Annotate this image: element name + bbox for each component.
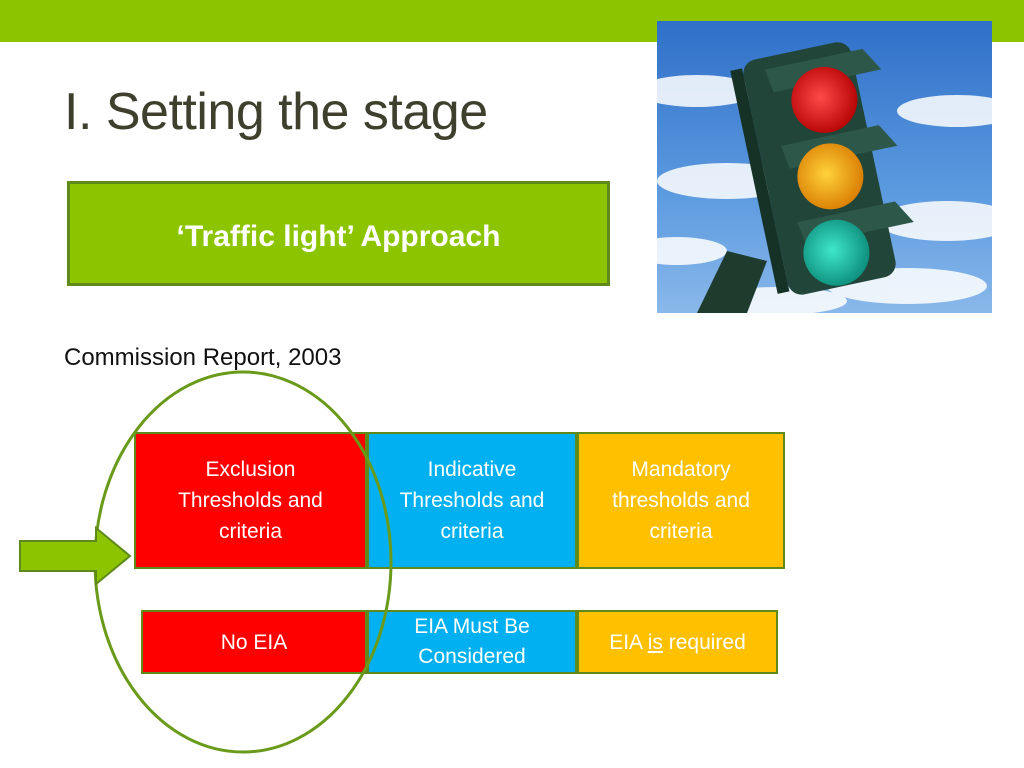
threshold-cell-indicative: Indicative Thresholds and criteria — [367, 432, 577, 569]
threshold-cell-exclusion: Exclusion Thresholds and criteria — [134, 432, 367, 569]
traffic-light-photo — [657, 21, 992, 313]
slide-title: I. Setting the stage — [64, 83, 488, 141]
right-arrow-icon — [19, 525, 132, 587]
outcome-emphasis: is — [647, 630, 663, 654]
outcome-label: EIA is required — [609, 627, 746, 658]
outcome-label: No EIA — [220, 630, 288, 654]
outcome-cell-required: EIA is required — [577, 610, 778, 674]
threshold-label: Exclusion Thresholds and criteria — [178, 458, 323, 543]
outcome-cell-no-eia: No EIA — [141, 610, 367, 674]
approach-label: ‘Traffic light’ Approach — [176, 220, 501, 253]
outcome-suffix: required — [662, 630, 746, 654]
outcome-cell-considered: EIA Must Be Considered — [367, 610, 577, 674]
report-citation: Commission Report, 2003 — [64, 344, 342, 371]
approach-box: ‘Traffic light’ Approach — [67, 181, 610, 286]
threshold-label: Indicative Thresholds and criteria — [399, 458, 545, 543]
threshold-label: Mandatory thresholds and criteria — [612, 458, 750, 543]
outcome-label: EIA Must Be Considered — [414, 615, 530, 668]
outcome-prefix: EIA — [609, 630, 648, 654]
threshold-cell-mandatory: Mandatory thresholds and criteria — [577, 432, 785, 569]
